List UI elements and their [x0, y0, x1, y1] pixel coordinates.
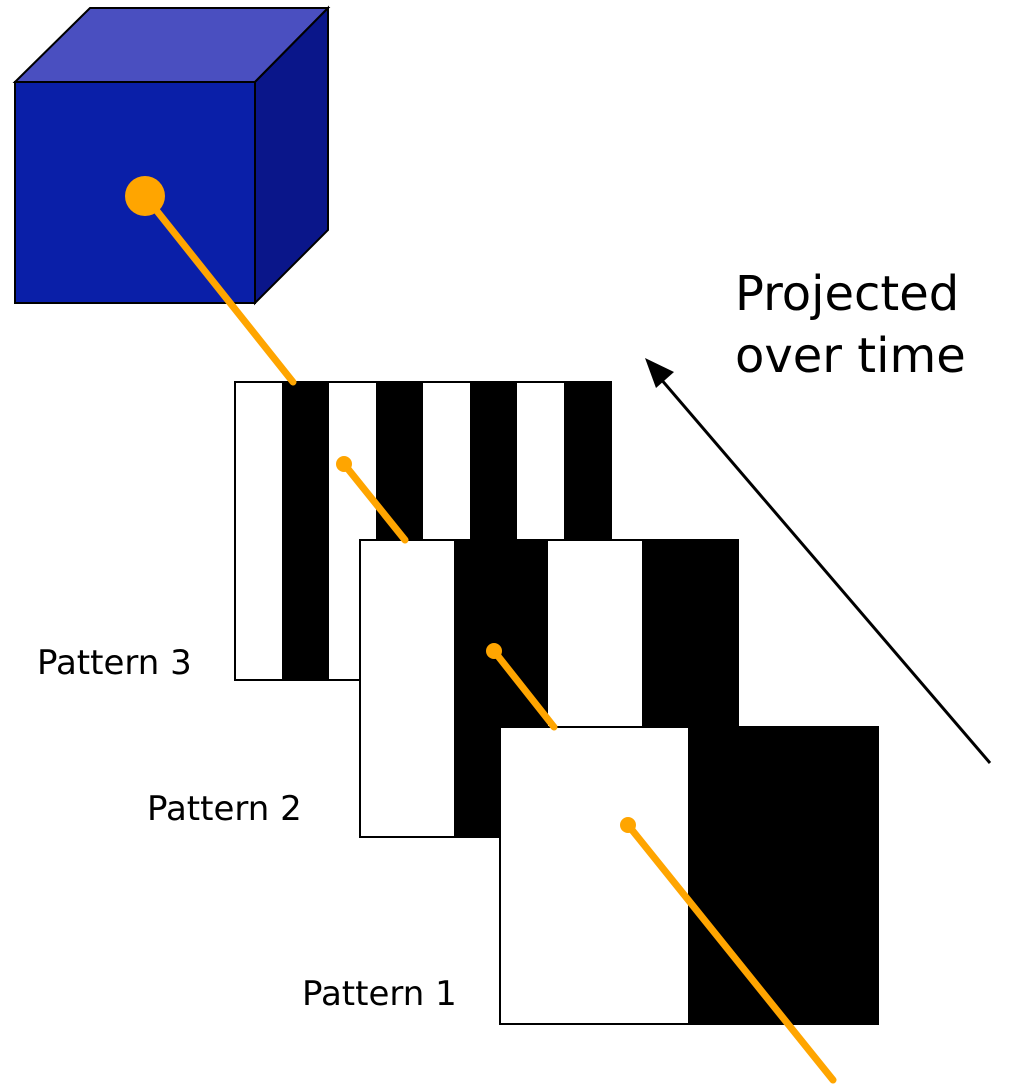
- ray-segment: [624, 821, 837, 1084]
- stripe-dark: [688, 727, 878, 1024]
- ray-point: [620, 817, 636, 833]
- time-arrow: [645, 358, 992, 764]
- pattern-1-frame: [499, 726, 879, 1025]
- ray-point-large: [125, 176, 165, 216]
- stripe-light: [235, 382, 282, 680]
- stripe-light: [500, 727, 688, 1024]
- time-arrow-head: [645, 358, 674, 388]
- ray-point: [486, 643, 502, 659]
- projection-rays: [141, 192, 837, 1084]
- stripe-light: [360, 540, 454, 837]
- stripe-dark: [282, 382, 329, 680]
- pattern-3-label: Pattern 3: [37, 643, 192, 683]
- pattern-2-label: Pattern 2: [147, 789, 302, 829]
- time-arrow-shaft: [658, 377, 992, 764]
- projected-label-line2: over time: [735, 328, 966, 384]
- pattern-1-label: Pattern 1: [302, 974, 457, 1014]
- cube-object: [12, 5, 331, 306]
- projected-label-line1: Projected: [735, 266, 959, 322]
- ray-segment: [340, 460, 409, 544]
- pattern-1-border: [499, 726, 879, 1025]
- ray-point: [336, 456, 352, 472]
- ray-segment: [141, 192, 297, 386]
- ray-points: [125, 176, 636, 833]
- ray-segment: [490, 647, 558, 731]
